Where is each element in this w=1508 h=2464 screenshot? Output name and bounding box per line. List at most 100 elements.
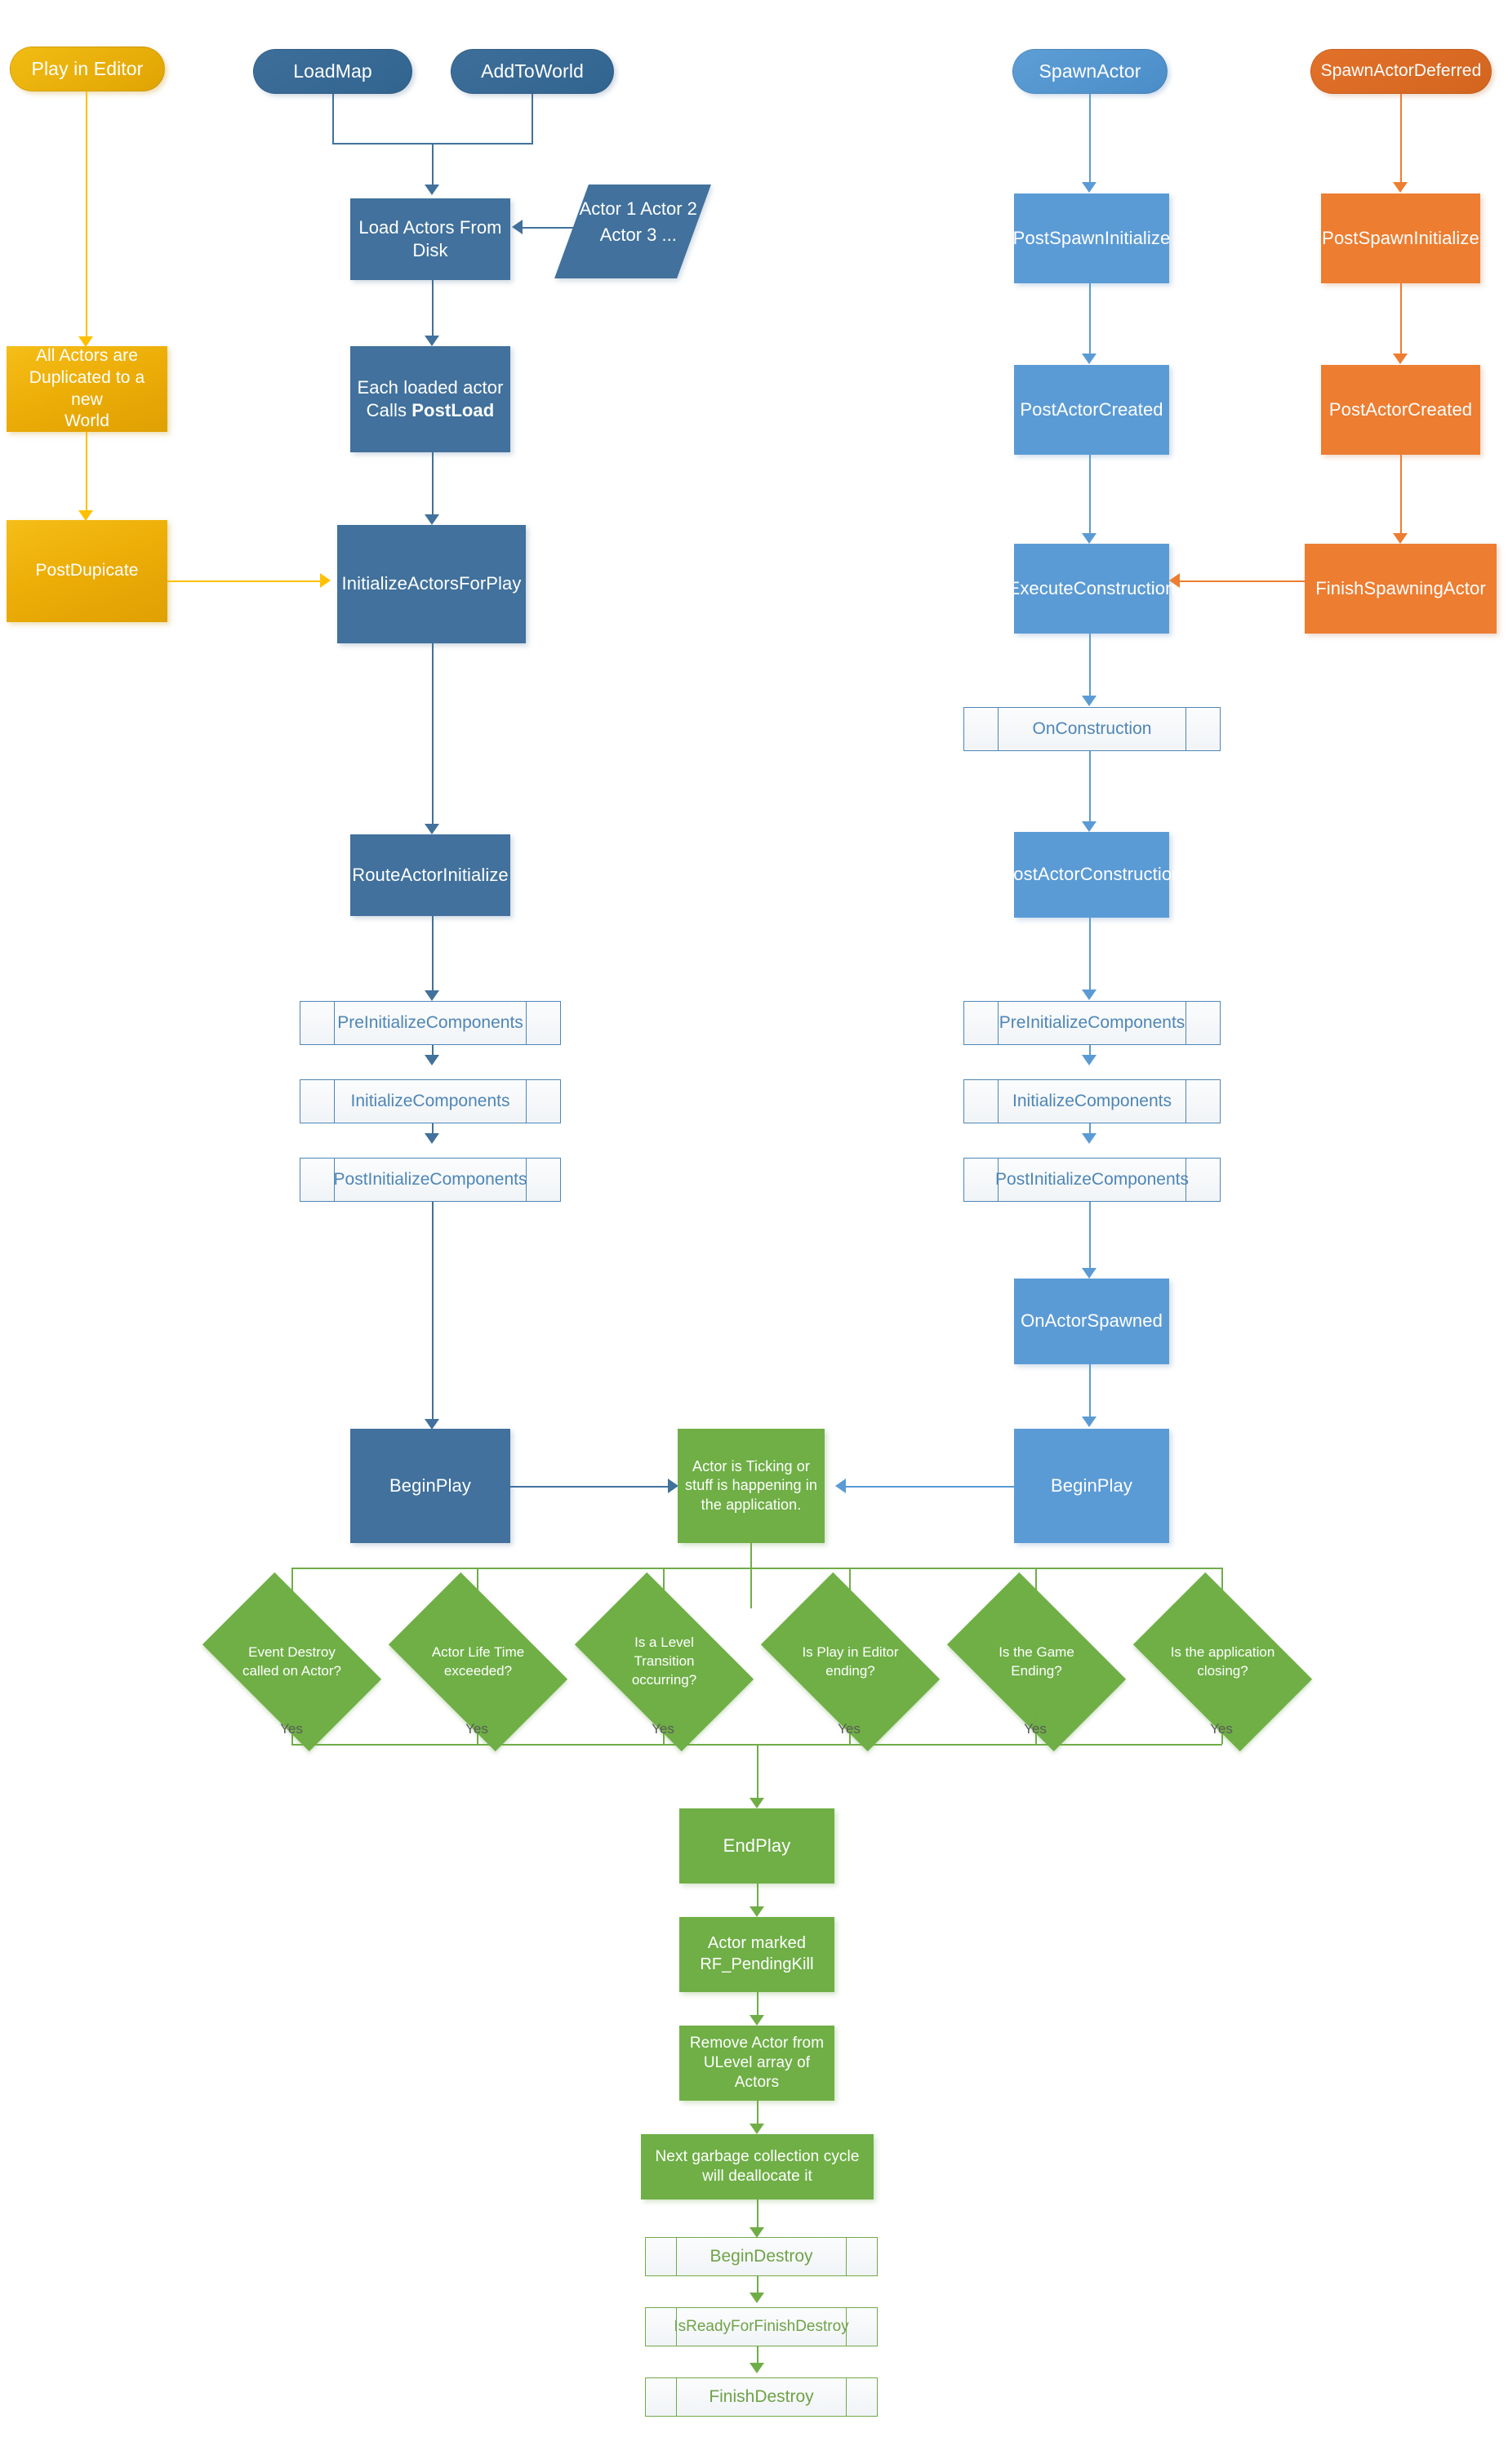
node-remove-actor-from-ulevel[interactable]: Remove Actor from ULevel array of Actors: [679, 2026, 834, 2101]
connector-spawnactor-down: [1089, 94, 1091, 185]
decision-label: Is the Game Ending?: [999, 1643, 1074, 1679]
yes-stub-2: [477, 1713, 478, 1744]
connector-merge-to-endplay: [757, 1744, 758, 1801]
decision-stub-1: [291, 1568, 293, 1608]
node-left-begin-play[interactable]: BeginPlay: [350, 1429, 510, 1543]
node-actor-list[interactable]: Actor 1 Actor 2 Actor 3 ...: [554, 185, 711, 278]
yes-label-2: Yes: [465, 1721, 488, 1737]
connector-remove-to-gc: [757, 2101, 758, 2127]
node-spawn-post-actor-created[interactable]: PostActorCreated: [1014, 365, 1169, 455]
connector-begindestroy-to-isready: [757, 2276, 758, 2296]
connector-route-to-preinit: [432, 916, 434, 994]
arrowhead-down: [1082, 1133, 1097, 1144]
node-actor-marked-pendingkill[interactable]: Actor marked RF_PendingKill: [679, 1917, 834, 1992]
connector-loadmap-down: [332, 94, 334, 143]
node-spawn-actor-deferred[interactable]: SpawnActorDeferred: [1310, 49, 1492, 94]
node-post-duplicate[interactable]: PostDupicate: [7, 520, 167, 622]
node-spawn-post-spawn-initialize[interactable]: PostSpawnInitialize: [1013, 193, 1170, 283]
decision-actor-life-time[interactable]: Actor Life Time exceeded?: [388, 1572, 568, 1752]
decision-label: Is Play in Editor ending?: [802, 1643, 899, 1679]
node-right-pre-initialize-components[interactable]: PreInitializeComponents: [963, 1001, 1221, 1045]
arrowhead-down: [1082, 990, 1097, 1000]
node-all-actors-duplicated[interactable]: All Actors are Duplicated to a new World: [7, 346, 167, 432]
node-post-actor-construction[interactable]: PostActorConstruction: [1002, 832, 1181, 918]
node-label: PostActorCreated: [1020, 398, 1163, 420]
node-label: PostActorConstruction: [1001, 864, 1182, 885]
arrowhead-down: [425, 1419, 439, 1430]
node-right-initialize-components[interactable]: InitializeComponents: [963, 1079, 1221, 1123]
decision-game-ending[interactable]: Is the Game Ending?: [946, 1572, 1127, 1752]
node-each-loaded-actor-postload[interactable]: Each loaded actor Calls PostLoad: [350, 346, 510, 452]
node-route-actor-initialize[interactable]: RouteActorInitialize: [350, 834, 510, 916]
arrowhead-down: [1393, 354, 1408, 364]
node-finish-spawning-actor[interactable]: FinishSpawningActor: [1305, 544, 1497, 634]
arrowhead-down: [1082, 182, 1097, 193]
node-finish-destroy[interactable]: FinishDestroy: [645, 2377, 878, 2417]
decision-application-closing[interactable]: Is the application closing?: [1132, 1572, 1313, 1752]
decision-event-destroy[interactable]: Event Destroy called on Actor?: [202, 1572, 382, 1752]
node-end-play[interactable]: EndPlay: [679, 1808, 834, 1884]
decision-play-in-editor-ending[interactable]: Is Play in Editor ending?: [760, 1572, 941, 1752]
decision-label: Is a Level Transition occurring?: [631, 1635, 697, 1688]
decision-level-transition[interactable]: Is a Level Transition occurring?: [574, 1572, 754, 1752]
arrowhead-down: [1082, 1417, 1097, 1427]
arrowhead-left: [835, 1479, 846, 1493]
node-right-begin-play[interactable]: BeginPlay: [1014, 1429, 1169, 1543]
node-play-in-editor[interactable]: Play in Editor: [10, 47, 165, 91]
yes-stub-1: [291, 1713, 293, 1744]
arrowhead-down: [78, 336, 93, 347]
node-label: SpawnActorDeferred: [1320, 61, 1482, 81]
yes-stub-5: [1035, 1713, 1037, 1744]
node-on-actor-spawned[interactable]: OnActorSpawned: [1014, 1279, 1169, 1364]
node-actor-is-ticking[interactable]: Actor is Ticking or stuff is happening i…: [678, 1429, 825, 1543]
node-left-pre-initialize-components[interactable]: PreInitializeComponents: [300, 1001, 561, 1045]
node-left-initialize-components[interactable]: InitializeComponents: [300, 1079, 561, 1123]
node-on-construction[interactable]: OnConstruction: [963, 707, 1221, 751]
yes-label-6: Yes: [1210, 1721, 1233, 1737]
connector-right-beginplay-to-ticking: [845, 1486, 1014, 1488]
node-label: Actor marked RF_PendingKill: [700, 1934, 814, 1973]
arrowhead-down: [425, 824, 439, 834]
connector-initactors-to-route: [432, 643, 434, 827]
node-initialize-actors-for-play[interactable]: InitializeActorsForPlay: [337, 525, 526, 643]
node-loadmap[interactable]: LoadMap: [253, 49, 412, 94]
node-label: OnConstruction: [1032, 719, 1152, 738]
node-label: PreInitializeComponents: [999, 1013, 1185, 1032]
arrowhead-down: [750, 2124, 764, 2134]
decision-stub-3: [663, 1568, 665, 1608]
connector-endplay-to-pendingkill: [757, 1884, 758, 1910]
node-label: EndPlay: [723, 1835, 791, 1856]
arrowhead-down: [425, 1055, 439, 1065]
connector-decision-bus: [291, 1568, 1222, 1569]
node-right-post-initialize-components[interactable]: PostInitializeComponents: [963, 1158, 1221, 1202]
yes-stub-6: [1221, 1713, 1223, 1744]
node-garbage-collection[interactable]: Next garbage collection cycle will deall…: [641, 2134, 874, 2199]
node-is-ready-for-finish-destroy[interactable]: IsReadyForFinishDestroy: [645, 2307, 878, 2346]
connector-loadactors-to-postload: [432, 280, 434, 339]
node-label: IsReadyForFinishDestroy: [674, 2318, 849, 2335]
node-addtoworld[interactable]: AddToWorld: [451, 49, 614, 94]
node-begin-destroy[interactable]: BeginDestroy: [645, 2237, 878, 2276]
node-deferred-post-actor-created[interactable]: PostActorCreated: [1321, 365, 1480, 455]
postload-prefix: Each loaded actor Calls: [357, 376, 504, 420]
node-load-actors-from-disk[interactable]: Load Actors From Disk: [350, 198, 510, 280]
decision-stub-6: [1221, 1568, 1223, 1608]
connector-onconstruction-to-postactorconstruction: [1089, 751, 1091, 825]
node-label: BeginDestroy: [710, 2247, 813, 2266]
node-execute-construction[interactable]: ExecuteConstruction: [1008, 544, 1175, 634]
connector-execute-to-onconstruction: [1089, 634, 1091, 699]
arrowhead-down: [750, 1798, 764, 1808]
arrowhead-down: [1082, 821, 1097, 832]
connector-actorlist-to-loadactors: [523, 227, 592, 229]
arrowhead-down: [1393, 182, 1408, 193]
connector-preinit-to-init: [432, 1045, 434, 1058]
arrowhead-left: [1169, 573, 1180, 588]
decision-stub-5: [1035, 1568, 1037, 1608]
node-deferred-post-spawn-initialize[interactable]: PostSpawnInitialize: [1321, 193, 1480, 283]
node-spawn-actor[interactable]: SpawnActor: [1012, 49, 1168, 94]
connector-deferred-postspawn-to-created: [1400, 283, 1402, 357]
yes-label-4: Yes: [838, 1721, 861, 1737]
node-left-post-initialize-components[interactable]: PostInitializeComponents: [300, 1158, 561, 1202]
node-label: FinishDestroy: [709, 2387, 814, 2406]
